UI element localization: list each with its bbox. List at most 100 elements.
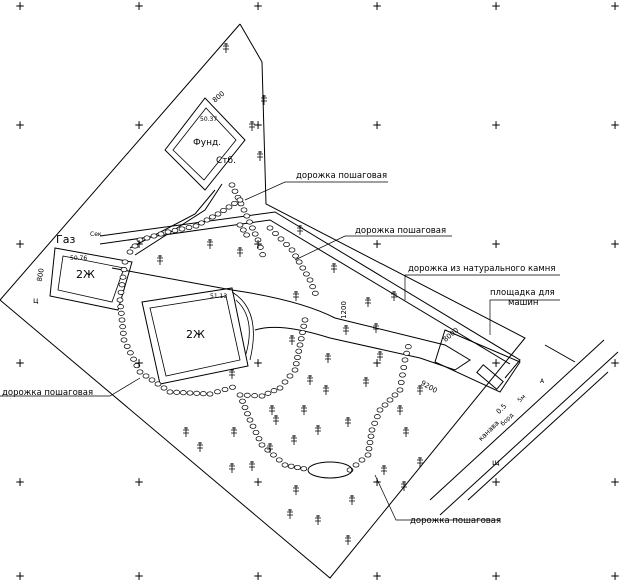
tree-icon [223, 43, 229, 53]
tree-icon [377, 351, 383, 361]
tree-icon [257, 151, 263, 161]
grid-cross: + [252, 356, 264, 370]
stepping-stone [166, 389, 174, 395]
stepping-stone [251, 231, 259, 237]
house-small-label: 2Ж [76, 268, 95, 281]
stepping-stone [249, 225, 256, 231]
mark-sch: щ [492, 458, 500, 467]
stepping-stone [292, 253, 299, 259]
tree-icon [391, 291, 397, 301]
stepping-stone [396, 387, 404, 393]
sek-label: Сек [90, 231, 102, 238]
stepping-stone [283, 241, 290, 248]
stepping-stone [299, 265, 307, 271]
tree-icon [273, 415, 279, 425]
pond [307, 461, 353, 479]
stepping-stone [142, 373, 150, 379]
level-5113: 51.13 [210, 293, 228, 300]
grid-cross: + [14, 475, 26, 489]
stepping-stone [240, 207, 248, 213]
tree-icon [229, 369, 235, 379]
stepping-stone [249, 423, 257, 429]
stepping-stone [386, 397, 394, 403]
stepping-stone [400, 364, 408, 371]
stepping-stone [123, 343, 131, 349]
grid-cross: + [490, 118, 502, 132]
tree-icon [363, 377, 369, 387]
grid-cross: + [14, 0, 26, 13]
stepping-stone [365, 446, 373, 452]
stepping-stone [241, 404, 249, 411]
stepping-stone [300, 466, 308, 472]
stepping-stone [270, 452, 277, 458]
stepping-stone [229, 384, 236, 390]
stepping-stone [366, 439, 374, 446]
grid-cross: + [252, 237, 264, 251]
tree-icon [417, 457, 423, 467]
stone-path [111, 267, 471, 371]
grid-cross: + [252, 569, 264, 583]
small-house [49, 247, 133, 311]
grid-cross: + [490, 475, 502, 489]
stepping-stone [130, 356, 137, 362]
stepping-stone [292, 361, 300, 367]
stepping-stone [118, 317, 126, 323]
grid-cross: + [14, 356, 26, 370]
mark-ts: ц [33, 296, 39, 305]
path-label-left: дорожка пошаговая [2, 388, 94, 398]
path-label-mid: дорожка пошаговая [355, 226, 447, 236]
grid-cross: + [252, 118, 264, 132]
stepping-stone [281, 462, 289, 468]
grid-cross: + [14, 569, 26, 583]
stepping-stone [119, 274, 127, 280]
grid-cross: + [133, 0, 145, 13]
stepping-stone [364, 452, 372, 458]
grid-cross: + [609, 475, 621, 489]
tree-icon [293, 291, 299, 301]
tree-icon [323, 385, 329, 395]
grid-cross: + [490, 356, 502, 370]
tree-icon [325, 353, 331, 363]
stepping-stone [173, 389, 181, 395]
road [429, 339, 619, 516]
stepping-stone [160, 385, 168, 391]
stepping-stone [294, 354, 301, 361]
tree-icon [291, 435, 297, 445]
tree-icon [417, 385, 423, 395]
stepping-stone [154, 381, 162, 387]
tree-icon [331, 263, 337, 273]
stepping-stone [352, 462, 360, 468]
stepping-stone [121, 259, 129, 265]
grid-cross: + [371, 569, 383, 583]
grid-cross: + [609, 118, 621, 132]
tree-icon [207, 239, 213, 249]
stepping-stone [178, 226, 186, 232]
tree-icon [349, 495, 355, 505]
grid-cross: + [609, 356, 621, 370]
stepping-stone [258, 442, 266, 448]
stepping-stone [117, 304, 125, 310]
stepping-stone [186, 390, 194, 396]
stepping-stone [231, 188, 239, 194]
stepping-stone [276, 385, 284, 391]
stepping-stone [295, 259, 303, 265]
tree-icon [157, 255, 163, 265]
tree-icon [267, 443, 273, 453]
grid-cross: + [133, 475, 145, 489]
stepping-stone [246, 417, 254, 423]
dim-1200: 1200 [339, 301, 348, 319]
grid-cross: + [133, 118, 145, 132]
tree-icon [343, 325, 349, 335]
stepping-stone [179, 390, 187, 396]
stepping-stone [133, 363, 141, 369]
stepping-stone [246, 219, 253, 225]
stepping-stone [300, 323, 308, 329]
stepping-stone [198, 220, 205, 226]
tree-icon [229, 463, 235, 473]
parking-label-line1: площадка для [490, 288, 555, 298]
stepping-stone [228, 182, 236, 188]
stepping-stone [239, 227, 247, 233]
level-5037: 50.37 [200, 116, 218, 123]
stepping-stone [236, 222, 244, 228]
stepping-stone [371, 420, 379, 426]
